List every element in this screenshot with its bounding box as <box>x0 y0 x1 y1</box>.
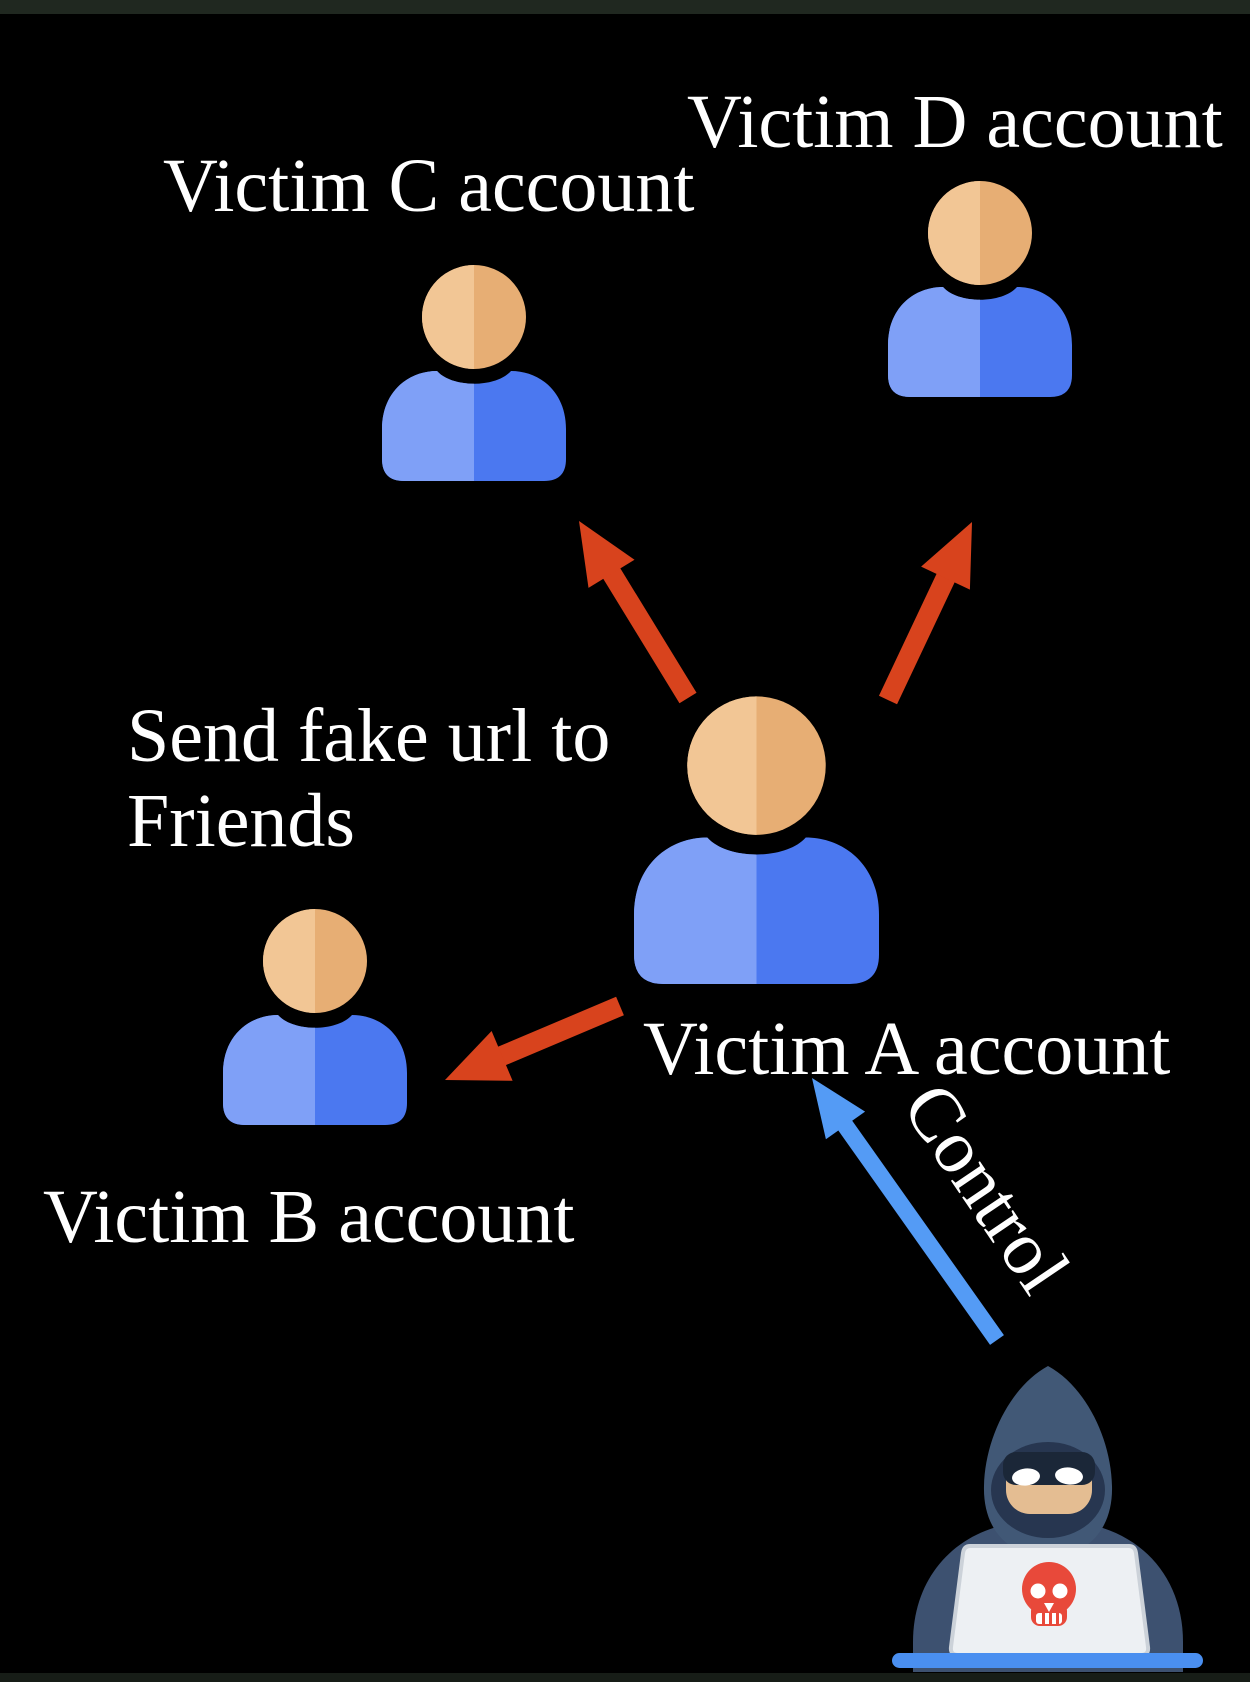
red-arrow-to-victim-d <box>878 522 972 705</box>
red-arrow-to-victim-c <box>579 521 697 704</box>
laptop-base-bar <box>892 1653 1203 1668</box>
top-strip <box>0 0 1250 14</box>
label-victim-d: Victim D account <box>687 80 1223 164</box>
label-send-fake-url-line1: Send fake url to <box>127 694 611 778</box>
bottom-strip <box>0 1673 1250 1682</box>
blue-control-arrow <box>812 1078 1004 1345</box>
person-icon-victim-c <box>382 264 566 484</box>
label-victim-b: Victim B account <box>43 1175 575 1259</box>
hacker-left-eye <box>1012 1468 1040 1486</box>
label-victim-a: Victim A account <box>643 1007 1171 1091</box>
person-icon-victim-b <box>223 908 407 1128</box>
person-icon-victim-a <box>634 695 879 988</box>
person-icon-victim-d <box>888 180 1072 400</box>
hacker-right-eye <box>1055 1467 1083 1485</box>
label-send-fake-url-line2: Friends <box>127 779 355 863</box>
label-victim-c: Victim C account <box>163 144 695 228</box>
hacker-icon <box>892 1366 1203 1672</box>
red-arrow-to-victim-b <box>445 996 624 1081</box>
skull-icon <box>1022 1562 1076 1626</box>
label-send-fake-url: Send fake url to Friends <box>127 694 610 864</box>
